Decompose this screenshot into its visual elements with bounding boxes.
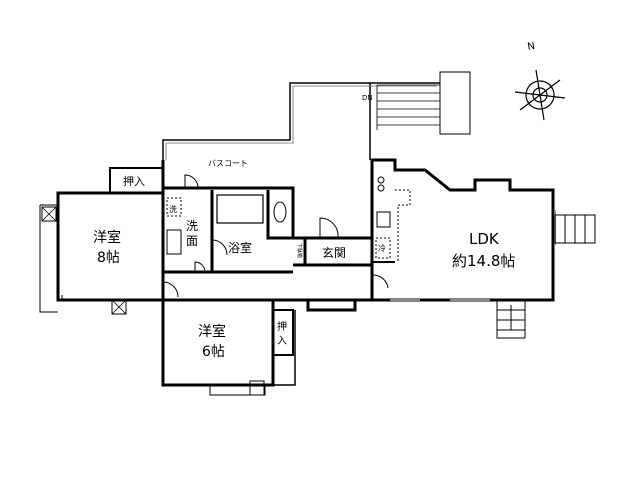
ldk-name: LDK [469,230,500,248]
right-stair [554,214,596,244]
ldk-room [370,158,555,302]
washroom-label-1: 洗 [186,219,198,233]
washer-label: 洗 [169,204,177,214]
fridge-label: 冷 [378,243,386,253]
western-room-8 [56,191,165,302]
western-6-name: 洋室 [198,323,226,340]
closet-1-label: 押入 [123,174,145,188]
stair-label: DN [362,94,373,102]
closet-2-label-2: 入 [277,336,287,347]
western-8-size: 8帖 [97,250,120,266]
shoe-box-label: 下駄箱 [296,243,303,258]
entrance-label: 玄関 [322,245,346,260]
bathroom-label: 浴室 [228,240,252,255]
closet-2-label-1: 押 [277,320,287,333]
top-stair [376,71,471,135]
western-room-6 [161,298,275,387]
western-6-size: 6帖 [202,344,225,360]
bath-court-label: バスコート [208,159,248,168]
bottom-stair [496,299,526,339]
western-8-name: 洋室 [93,229,121,246]
compass-icon [514,69,566,121]
washroom-label-2: 面 [186,234,198,248]
closet-2 [272,309,294,356]
compass-north: N [527,41,536,53]
upper-deck [162,82,440,160]
ldk-size: 約14.8帖 [452,252,515,270]
